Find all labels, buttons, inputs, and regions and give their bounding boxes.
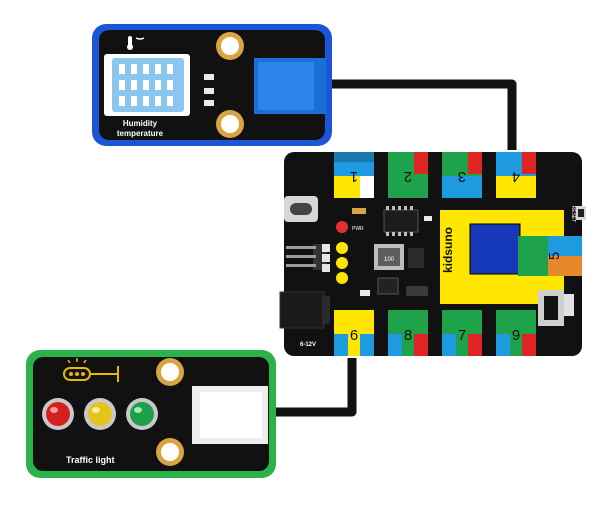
smd-component	[406, 286, 428, 296]
status-led	[336, 257, 348, 269]
smd-component	[424, 216, 432, 221]
smd-component	[204, 74, 214, 80]
mounting-hole	[216, 110, 244, 138]
module-label: Traffic light	[66, 455, 115, 465]
mounting-hole	[156, 438, 184, 466]
humidity-temperature-module: Humidity temperature	[92, 24, 332, 146]
thermometer-icon	[127, 36, 145, 50]
reset-button[interactable]	[576, 206, 586, 220]
green-led	[126, 398, 158, 430]
module-label: temperature	[117, 129, 164, 138]
smd-component	[204, 88, 214, 94]
connector-socket	[192, 386, 268, 444]
port-7[interactable]	[442, 310, 482, 356]
power-label: 6-12V	[300, 342, 316, 348]
smd-component	[204, 100, 214, 106]
port-2[interactable]	[388, 152, 428, 198]
port-3[interactable]	[442, 152, 482, 198]
slide-switch[interactable]	[538, 290, 574, 326]
port-8[interactable]	[388, 310, 428, 356]
port-label-4: 4	[512, 168, 520, 185]
dht-sensor	[104, 54, 190, 116]
module-label: Humidity	[123, 119, 158, 128]
cable-traffic-to-port-6	[268, 358, 357, 417]
usb-c-port	[284, 196, 318, 222]
pwr-label: PWR	[352, 226, 364, 232]
status-led	[336, 272, 348, 284]
power-led	[336, 221, 348, 233]
port-label-3: 3	[458, 168, 466, 185]
brand-label: kidsuno	[441, 227, 455, 273]
port-label-6: 6	[350, 327, 358, 344]
inductor-label: 100	[384, 257, 395, 263]
mounting-hole	[216, 32, 244, 60]
port-label-9: 9	[512, 327, 520, 344]
dc-power-jack	[279, 291, 330, 329]
red-led	[42, 398, 74, 430]
yellow-led	[84, 398, 116, 430]
port-1[interactable]	[334, 152, 374, 198]
traffic-light-module: Traffic light	[26, 350, 276, 478]
smd-component	[377, 277, 399, 295]
ic-chip	[383, 209, 419, 233]
smd-component	[360, 290, 370, 296]
connector-socket	[254, 58, 326, 114]
port-label-8: 8	[404, 327, 412, 344]
smd-component	[352, 208, 366, 214]
cables	[268, 79, 517, 417]
smd-component	[408, 248, 424, 268]
port-label-7: 7	[458, 327, 466, 344]
status-led	[336, 242, 348, 254]
pin-header	[286, 244, 330, 272]
port-6[interactable]	[334, 310, 374, 356]
port-label-1: 1	[350, 168, 358, 185]
traffic-light-symbol-icon	[63, 358, 119, 382]
port-9[interactable]	[496, 310, 536, 356]
mounting-hole	[156, 358, 184, 386]
cable-humidity-to-port-4	[326, 79, 517, 150]
port-4[interactable]	[496, 152, 536, 198]
port-label-5: 5	[546, 252, 563, 260]
port-5[interactable]	[518, 236, 582, 276]
inductor	[374, 244, 404, 270]
controller-board: 6-12V PWR	[279, 152, 586, 356]
port-label-2: 2	[404, 168, 412, 185]
reset-label: RESET	[570, 206, 576, 223]
